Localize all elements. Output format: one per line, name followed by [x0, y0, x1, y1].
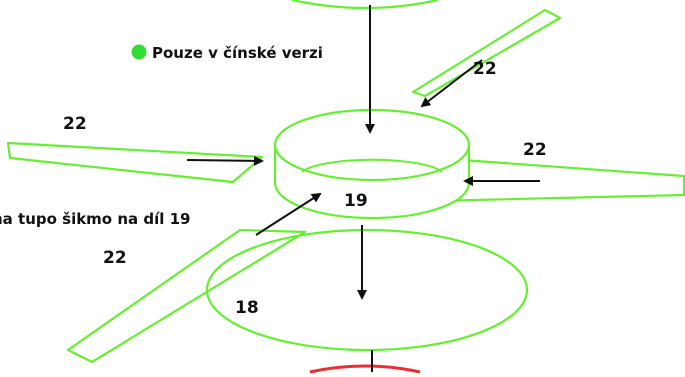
- part-19-ring: [273, 108, 471, 220]
- note-text: na tupo šikmo na díl 19: [0, 210, 190, 228]
- strip-22-top-right: [411, 8, 562, 98]
- arrow-left-strip: [186, 155, 264, 166]
- legend-text: Pouze v čínské verzi: [152, 44, 323, 62]
- label-22-right: 22: [523, 140, 547, 160]
- bottom-part-red: [309, 364, 421, 374]
- top-part-outline: [291, 0, 439, 10]
- label-22-left: 22: [63, 114, 87, 134]
- part-18-ellipse: [205, 228, 529, 352]
- label-22-top-right: 22: [473, 59, 497, 79]
- strip-22-left: [6, 141, 264, 184]
- label-19: 19: [344, 191, 368, 211]
- strip-22-bottom-left: [66, 228, 307, 364]
- label-22-bottom-left: 22: [103, 248, 127, 268]
- legend-dot: [131, 44, 147, 60]
- arrow-bottom-left-strip: [255, 192, 322, 236]
- label-18: 18: [235, 298, 259, 318]
- arrow-top-right-strip: [420, 59, 483, 108]
